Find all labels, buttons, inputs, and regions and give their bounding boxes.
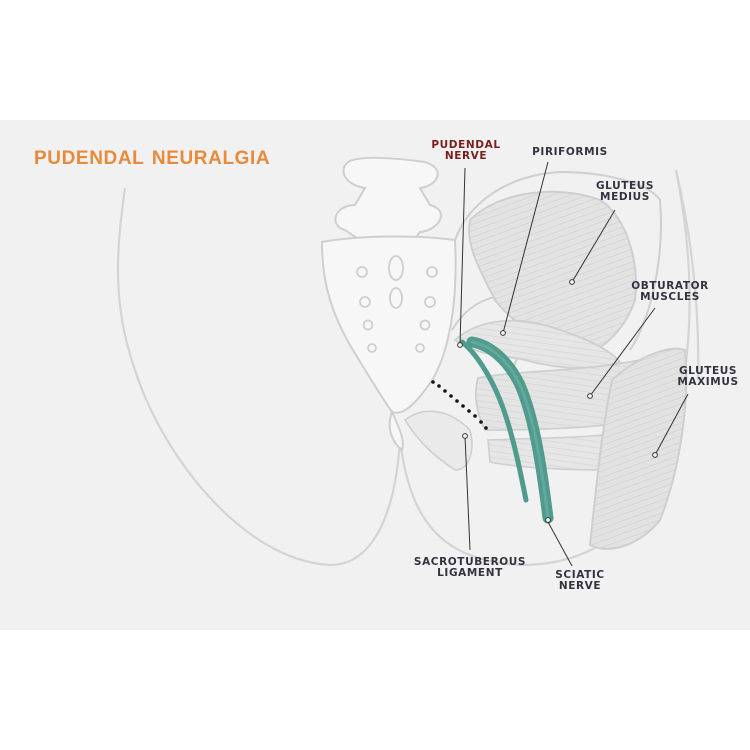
label-gluteus-medius: GLUTEUS MEDIUS bbox=[595, 180, 655, 203]
label-pudendal-nerve: PUDENDAL NERVE bbox=[431, 139, 501, 162]
leader-lines bbox=[459, 161, 689, 567]
sacral-foramina bbox=[356, 255, 438, 353]
diagram-title: PUDENDAL NEURALGIA bbox=[34, 148, 271, 169]
sacrotuberous-ligament bbox=[403, 410, 473, 471]
label-sciatic-nerve: SCIATIC NERVE bbox=[555, 569, 605, 592]
label-obturator-muscles: OBTURATOR MUSCLES bbox=[631, 280, 709, 303]
label-piriformis: PIRIFORMIS bbox=[532, 146, 608, 158]
sacrum-bone bbox=[320, 156, 457, 452]
gluteus-maximus-muscle bbox=[588, 347, 688, 550]
sciatic-nerve bbox=[466, 336, 554, 524]
leader-dots bbox=[457, 279, 658, 523]
label-gluteus-maximus: GLUTEUS MAXIMUS bbox=[677, 365, 739, 388]
label-sacrotuberous-ligament: SACROTUBEROUS LIGAMENT bbox=[413, 556, 527, 579]
ligament-dotted-line bbox=[431, 380, 488, 430]
gluteus-medius-muscle bbox=[468, 190, 637, 362]
pudendal-nerve bbox=[459, 339, 529, 503]
